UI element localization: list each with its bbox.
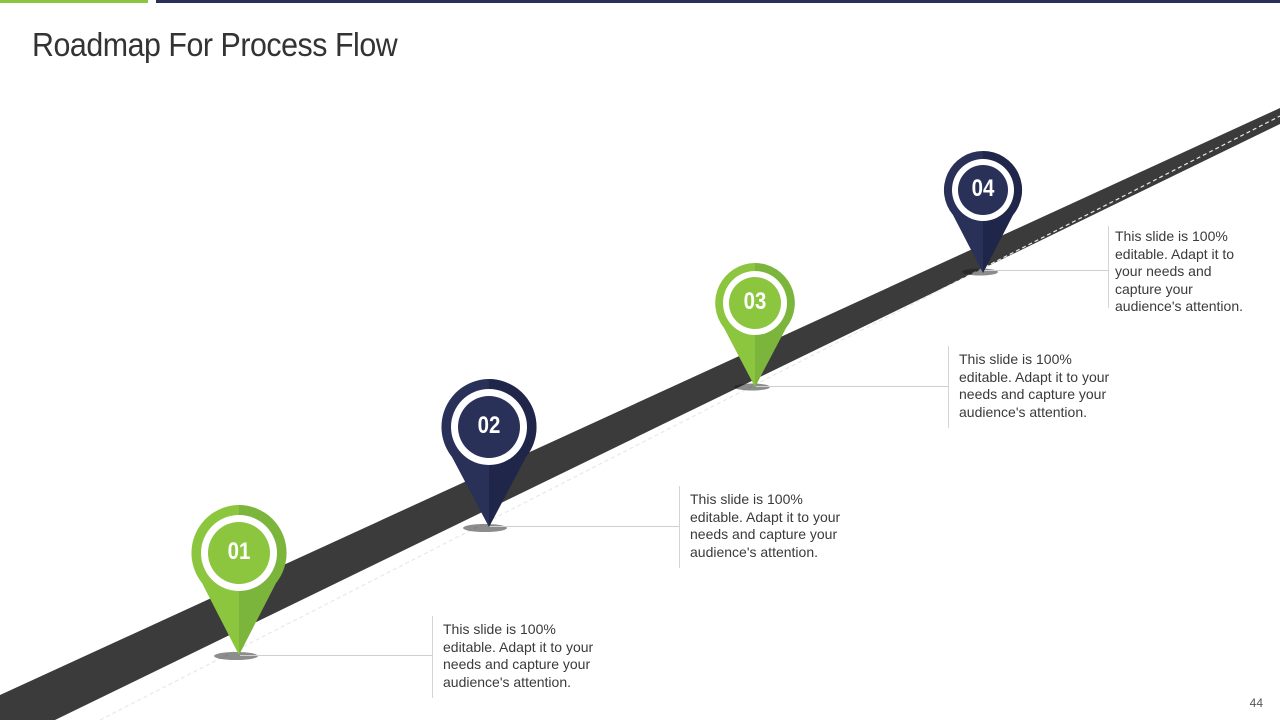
milestone-description: This slide is 100% editable. Adapt it to… [1115, 228, 1243, 315]
pin-shadow [734, 383, 770, 391]
divider-line-1 [432, 616, 433, 698]
top-accent-navy [156, 0, 1280, 3]
divider-line-4 [1108, 226, 1109, 308]
milestone-number: 01 [227, 538, 251, 565]
milestone-pin-02: 02 [440, 378, 538, 528]
slide-title: Roadmap For Process Flow [32, 26, 398, 63]
connector-line-1 [240, 655, 432, 656]
map-pin-icon [943, 150, 1023, 273]
milestone-pin-04: 04 [943, 150, 1023, 274]
milestone-description: This slide is 100% editable. Adapt it to… [959, 351, 1110, 420]
connector-line-4 [984, 270, 1108, 271]
road-surface [0, 108, 1280, 720]
top-accent-green [0, 0, 148, 3]
connector-line-2 [489, 526, 679, 527]
milestone-pin-01: 01 [190, 504, 288, 656]
milestone-number: 04 [971, 175, 995, 202]
page-number: 44 [1249, 696, 1263, 710]
map-pin-icon [191, 505, 287, 655]
divider-line-2 [679, 486, 680, 568]
milestone-number: 03 [743, 288, 767, 315]
map-pin-icon [441, 379, 537, 527]
milestone-pin-03: 03 [714, 262, 796, 388]
milestone-number: 02 [477, 412, 501, 439]
pin-shadow [214, 652, 258, 660]
connector-line-3 [756, 386, 948, 387]
map-pin-icon [715, 263, 795, 387]
milestone-description: This slide is 100% editable. Adapt it to… [443, 621, 594, 690]
divider-line-3 [948, 346, 949, 428]
road-center-dash [99, 115, 1280, 720]
milestone-description: This slide is 100% editable. Adapt it to… [690, 491, 841, 560]
